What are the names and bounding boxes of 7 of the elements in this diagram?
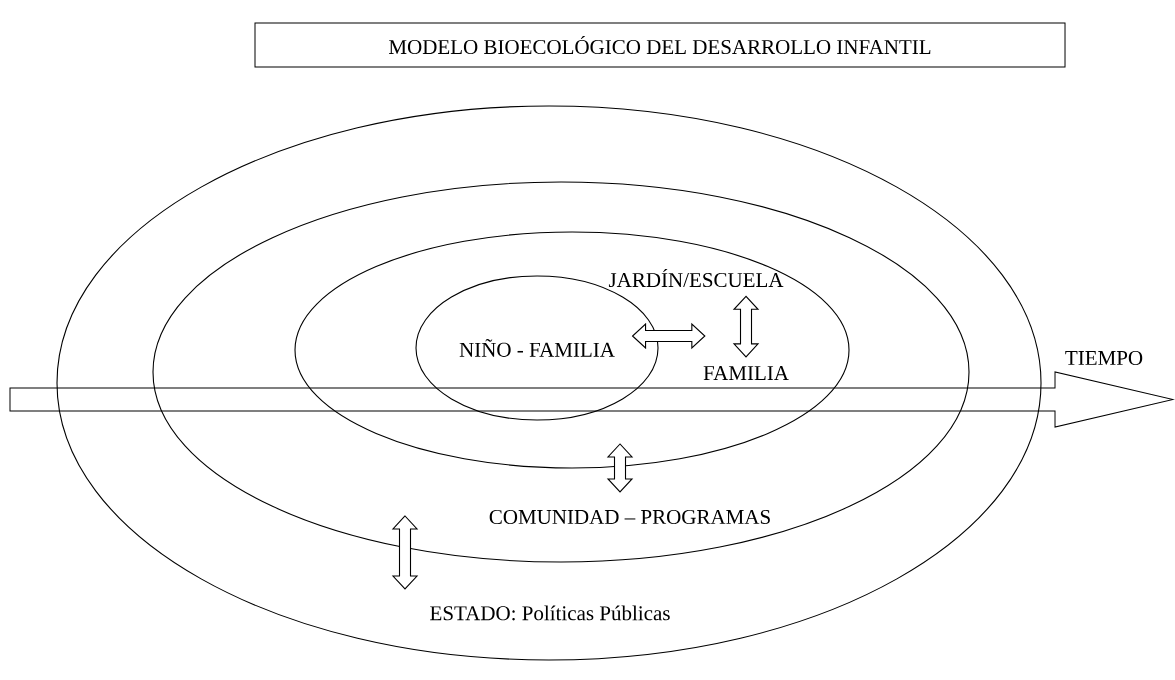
double-arrow [732,295,760,358]
time-label: TIEMPO [1065,350,1143,366]
ellipse-label: COMUNIDAD – PROGRAMAS [489,509,770,525]
title-box: MODELO BIOECOLÓGICO DEL DESARROLLO INFANTIL [254,22,1066,68]
ellipse-label: ESTADO: Políticas Públicas [430,605,670,621]
ellipse [294,231,850,469]
text-label: FAMILIA [703,366,789,380]
